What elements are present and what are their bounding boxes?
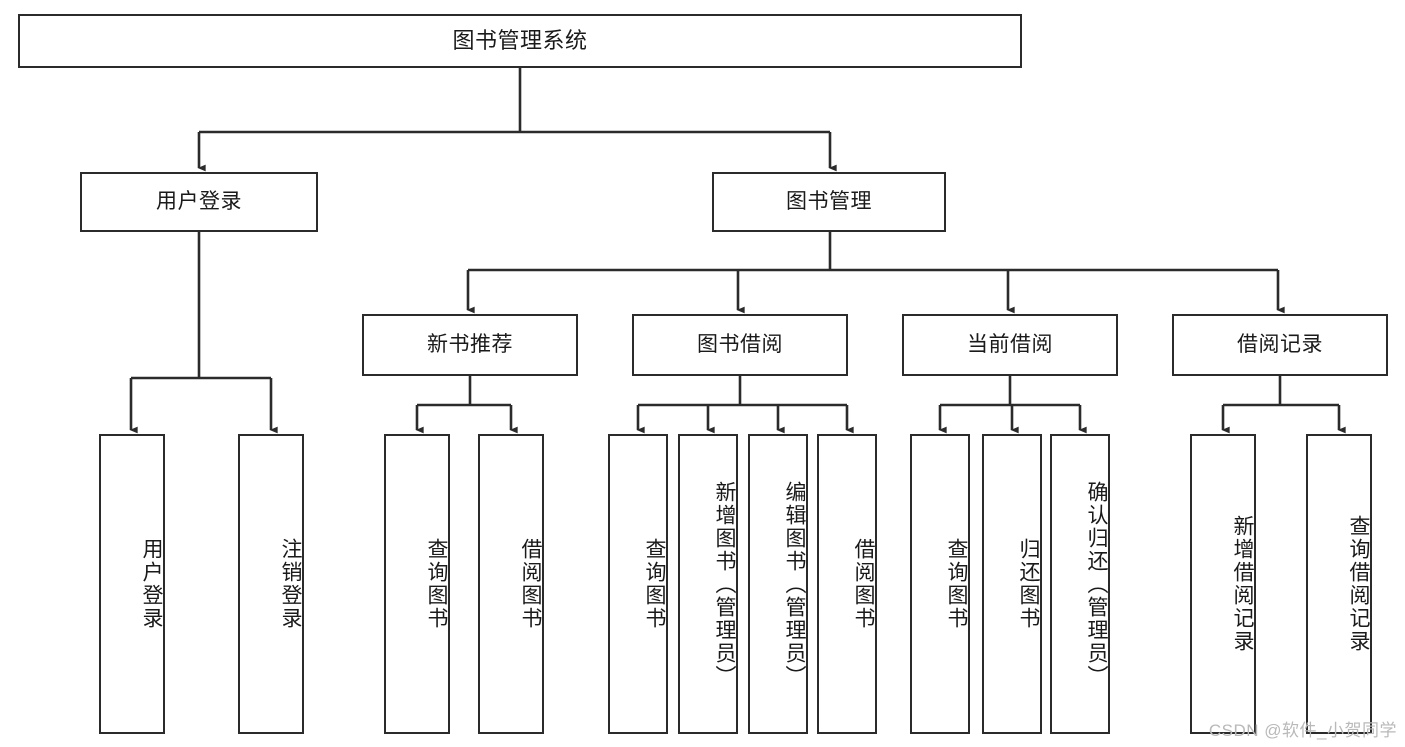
node-book-borrow[interactable]: 图书借阅 bbox=[632, 314, 848, 376]
node-leaf-borrow-book-2[interactable]: 借阅图书 bbox=[817, 434, 877, 734]
node-leaf-query-book-2[interactable]: 查询图书 bbox=[608, 434, 668, 734]
node-leaf-edit-book[interactable]: 编辑图书（管理员） bbox=[748, 434, 808, 734]
node-leaf-query-book-1[interactable]: 查询图书 bbox=[384, 434, 450, 734]
node-leaf-logout[interactable]: 注销登录 bbox=[238, 434, 304, 734]
node-leaf-user-login[interactable]: 用户登录 bbox=[99, 434, 165, 734]
node-label: 图书管理 bbox=[786, 190, 872, 214]
node-book-management[interactable]: 图书管理 bbox=[712, 172, 946, 232]
node-label: 借阅图书 bbox=[519, 538, 542, 630]
node-label: 注销登录 bbox=[279, 538, 302, 630]
node-label: 新增图书（管理员） bbox=[713, 480, 736, 688]
node-borrow-record[interactable]: 借阅记录 bbox=[1172, 314, 1388, 376]
node-leaf-query-record[interactable]: 查询借阅记录 bbox=[1306, 434, 1372, 734]
node-leaf-query-book-3[interactable]: 查询图书 bbox=[910, 434, 970, 734]
node-leaf-borrow-book-1[interactable]: 借阅图书 bbox=[478, 434, 544, 734]
node-label: 新书推荐 bbox=[427, 333, 513, 357]
node-new-book-recommend[interactable]: 新书推荐 bbox=[362, 314, 578, 376]
node-label: 当前借阅 bbox=[967, 333, 1053, 357]
node-label: 查询图书 bbox=[945, 538, 968, 630]
node-user-login[interactable]: 用户登录 bbox=[80, 172, 318, 232]
node-label: 借阅记录 bbox=[1237, 333, 1323, 357]
node-leaf-return-book[interactable]: 归还图书 bbox=[982, 434, 1042, 734]
node-leaf-add-book[interactable]: 新增图书（管理员） bbox=[678, 434, 738, 734]
node-label: 图书借阅 bbox=[697, 333, 783, 357]
csdn-watermark: CSDN @软件_小贺同学 bbox=[1208, 721, 1397, 740]
node-leaf-confirm-return[interactable]: 确认归还（管理员） bbox=[1050, 434, 1110, 734]
node-label: 查询图书 bbox=[643, 538, 666, 630]
node-label: 查询图书 bbox=[425, 538, 448, 630]
node-leaf-add-record[interactable]: 新增借阅记录 bbox=[1190, 434, 1256, 734]
node-label: 图书管理系统 bbox=[452, 27, 588, 53]
node-label: 用户登录 bbox=[156, 190, 242, 214]
node-label: 用户登录 bbox=[140, 538, 163, 630]
node-root-system[interactable]: 图书管理系统 bbox=[18, 14, 1022, 68]
node-label: 归还图书 bbox=[1017, 538, 1040, 630]
node-label: 借阅图书 bbox=[852, 538, 875, 630]
node-label: 新增借阅记录 bbox=[1231, 515, 1254, 653]
node-label: 编辑图书（管理员） bbox=[783, 480, 806, 688]
node-label: 确认归还（管理员） bbox=[1085, 480, 1108, 688]
node-current-borrow[interactable]: 当前借阅 bbox=[902, 314, 1118, 376]
node-label: 查询借阅记录 bbox=[1347, 515, 1370, 653]
